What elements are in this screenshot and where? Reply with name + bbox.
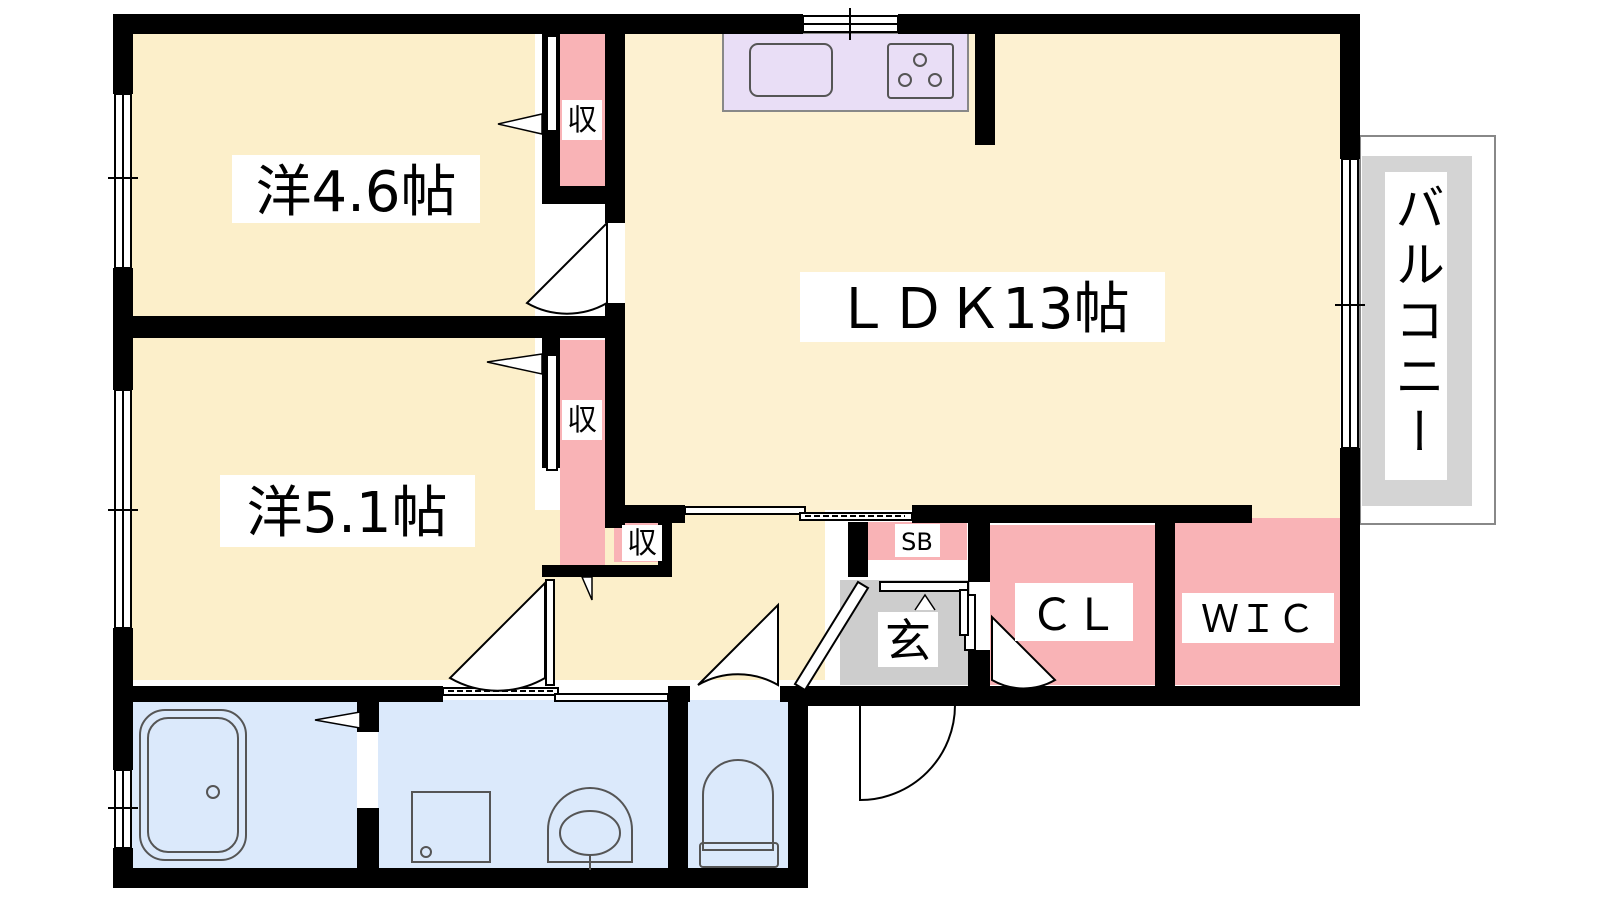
western-room-2-label-bg xyxy=(220,475,475,547)
windows xyxy=(108,8,1365,849)
western-room-2-label: 洋5.1帖 xyxy=(246,481,447,546)
storage-1-label-bg xyxy=(562,100,602,140)
balcony-label: バルコニー xyxy=(1387,182,1445,462)
storage-2-label-bg xyxy=(562,400,602,440)
entrance-label: 玄 xyxy=(885,614,931,668)
sliding-doors xyxy=(442,35,913,702)
kitchen-fixtures xyxy=(749,43,954,99)
washroom-floor xyxy=(378,700,668,868)
storage-1-label: 収 xyxy=(567,103,597,138)
bathroom-fixtures xyxy=(139,709,779,870)
ldk-label-bg xyxy=(800,272,1165,342)
shoe-box-label-bg xyxy=(895,524,940,557)
walls xyxy=(113,14,1360,888)
storage-2-label: 収 xyxy=(567,403,597,438)
storage-2-floor xyxy=(560,340,605,565)
western-room-1-label: 洋4.6帖 xyxy=(255,160,456,225)
stove-icon xyxy=(887,43,954,99)
ldk-label: ＬＤＫ13帖 xyxy=(834,277,1129,342)
toilet-icon xyxy=(702,759,774,851)
washbasin-icon xyxy=(547,787,633,863)
entrance-label-bg xyxy=(878,612,938,667)
closet-label: ＣＬ xyxy=(1030,590,1118,641)
balcony-label-bg xyxy=(1385,172,1447,480)
storage-3-label-bg xyxy=(622,525,662,561)
bathtub-icon xyxy=(139,709,247,861)
closet-label-bg xyxy=(1015,583,1133,641)
walk-in-closet-label: ＷＩＣ xyxy=(1201,597,1315,641)
sink-icon xyxy=(749,43,833,97)
washer-pan-icon xyxy=(411,791,491,863)
walk-in-closet-label-bg xyxy=(1182,593,1334,643)
western-room-1-label-bg xyxy=(232,155,480,223)
shoe-box-label: SB xyxy=(901,528,933,556)
storage-3-label: 収 xyxy=(627,526,657,561)
swing-doors xyxy=(448,220,1057,802)
ldk-floor-lower xyxy=(1250,510,1340,520)
door-indicators xyxy=(314,113,936,729)
